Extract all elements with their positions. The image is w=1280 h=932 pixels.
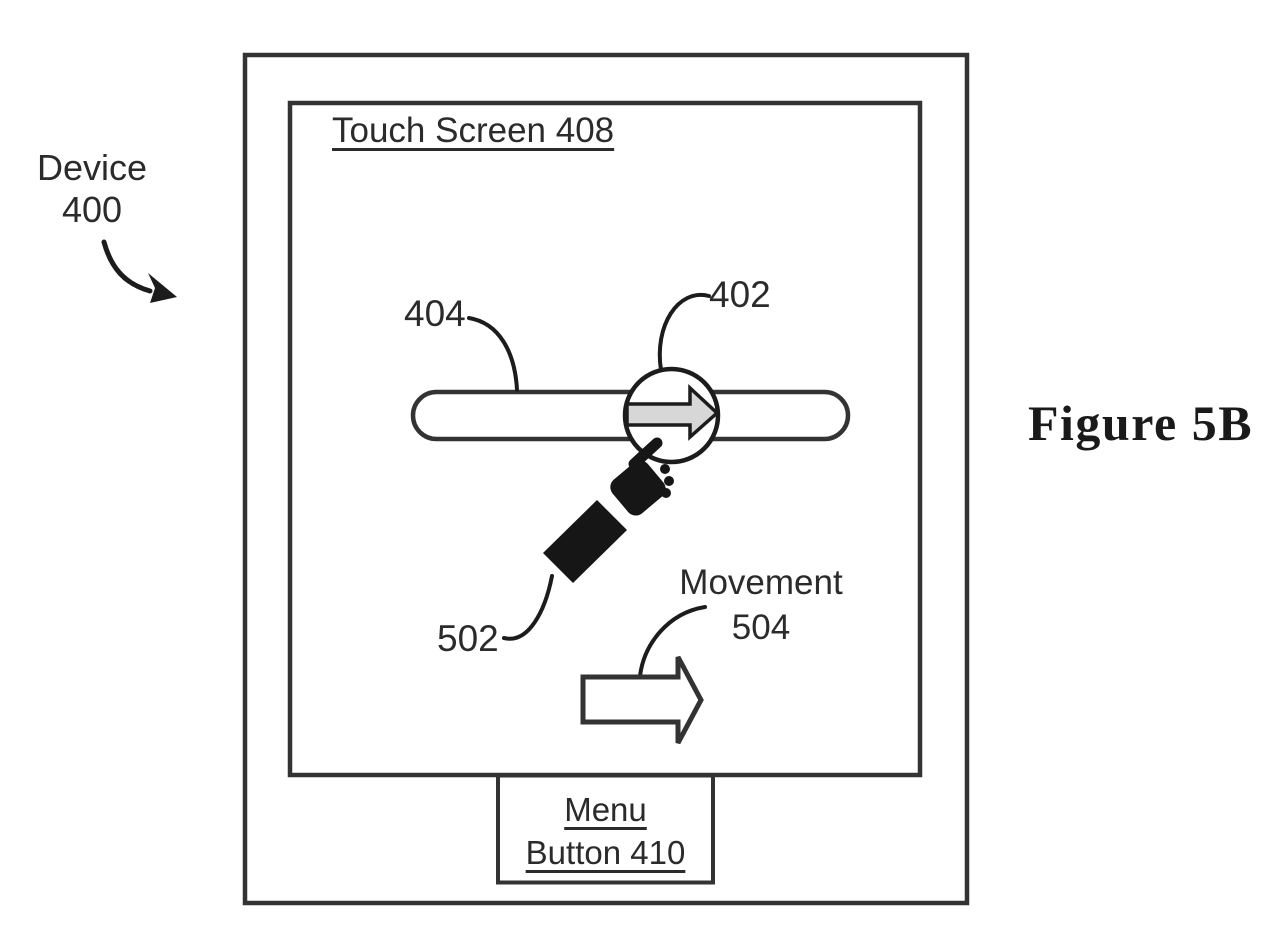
hand-finger (628, 437, 663, 470)
menu-button-label-line2: Button 410 (525, 834, 686, 871)
movement-arrow-icon (580, 655, 704, 745)
touch-screen-label: Touch Screen 408 (332, 111, 615, 150)
leader-404 (467, 316, 519, 392)
device-pointer-arrow-line (101, 239, 153, 294)
pointing-hand-icon (543, 437, 674, 583)
device-label-line1: Device (36, 147, 148, 188)
menu-button-label: Menu Button 410 (498, 788, 713, 874)
menu-button-label-line1: Menu (564, 791, 647, 828)
leader-502 (502, 574, 554, 641)
device-label: Device 400 (20, 147, 164, 231)
finger-ref-label: 502 (437, 618, 499, 659)
menu-button-outline (496, 773, 715, 885)
knob-ref-label: 402 (709, 274, 771, 315)
knob-arrow-icon (625, 383, 720, 441)
leader-402 (657, 292, 711, 372)
hand-sleeve (543, 500, 627, 583)
leader-504 (638, 605, 707, 678)
hand-knuckle (660, 464, 670, 474)
hand-knuckle (664, 476, 674, 486)
hand-knuckle (661, 488, 671, 498)
device-outline (242, 52, 970, 906)
device-label-line2: 400 (61, 189, 123, 230)
figure-caption: Figure 5B (1028, 395, 1254, 451)
channel-ref-label: 404 (404, 293, 466, 334)
hand-fist (610, 460, 666, 516)
device-pointer-arrow-icon (148, 273, 177, 303)
movement-label-line2: 504 (731, 608, 791, 647)
movement-label: Movement 504 (659, 560, 863, 650)
movement-label-line1: Movement (679, 563, 843, 602)
